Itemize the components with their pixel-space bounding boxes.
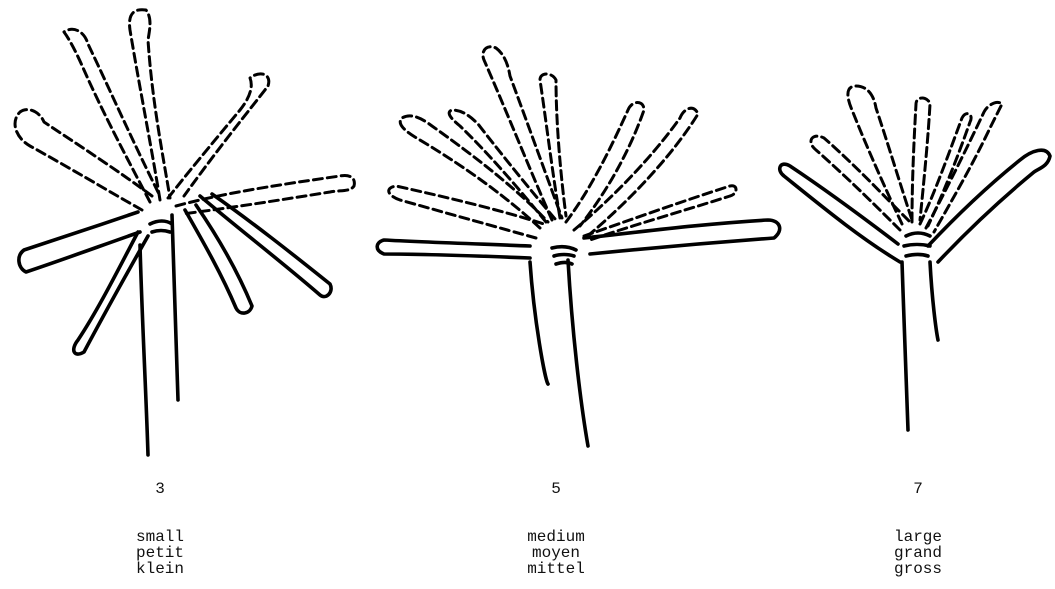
figure-small — [15, 10, 354, 455]
caption-large: 7 large grand gross — [838, 481, 998, 577]
label-english: medium — [476, 529, 636, 545]
figure-medium-dashed-branches — [389, 47, 736, 240]
figure-large-center-mark — [906, 255, 928, 257]
figure-small-stem — [172, 215, 178, 400]
figure-number: 3 — [80, 481, 240, 497]
figure-small-dashed-branch — [15, 110, 152, 210]
label-english: small — [80, 529, 240, 545]
label-german: gross — [838, 561, 998, 577]
figure-small-dashed-branch — [176, 175, 354, 214]
figure-large-solid-branches — [780, 150, 1050, 430]
figure-medium-dashed-branch — [449, 110, 556, 222]
label-english: large — [838, 529, 998, 545]
figure-large-dashed-branch — [912, 98, 930, 222]
figure-medium-stem — [530, 262, 548, 384]
figure-medium — [377, 47, 779, 446]
figure-small-center-marks — [150, 221, 172, 232]
label-german: mittel — [476, 561, 636, 577]
figure-medium-center-mark — [552, 247, 576, 250]
figure-small-branch-lower-right — [185, 205, 252, 313]
caption-medium: 5 medium moyen mittel — [476, 481, 636, 577]
figure-large — [780, 86, 1050, 430]
figure-medium-center-mark — [556, 263, 572, 265]
figure-large-center-mark — [904, 245, 930, 247]
figure-medium-center-marks — [552, 247, 576, 264]
figure-medium-dashed-branch — [566, 103, 644, 227]
label-french: grand — [838, 545, 998, 561]
figure-medium-dashed-branch — [400, 116, 548, 228]
label-french: moyen — [476, 545, 636, 561]
figure-small-center-mark — [150, 221, 172, 224]
figure-small-solid-branches — [19, 194, 331, 455]
figure-medium-stem — [568, 260, 588, 446]
figure-number: 7 — [838, 481, 998, 497]
figure-medium-branch-left — [377, 240, 530, 258]
figure-large-stem — [902, 262, 908, 430]
figure-medium-dashed-branch — [584, 186, 736, 240]
figure-large-stem — [930, 262, 938, 340]
figure-medium-solid-branches — [377, 220, 779, 446]
figure-large-center-mark — [906, 233, 930, 236]
figure-large-center-marks — [904, 233, 930, 256]
caption-small: 3 small petit klein — [80, 481, 240, 577]
figure-small-stem — [140, 245, 148, 455]
figure-number: 5 — [476, 481, 636, 497]
figure-large-dashed-branch — [848, 86, 912, 224]
figure-large-branch-right — [928, 150, 1050, 262]
figure-small-center-mark — [152, 231, 170, 233]
label-german: klein — [80, 561, 240, 577]
figure-small-dashed-branches — [15, 10, 354, 214]
figure-medium-center-mark — [554, 255, 574, 257]
label-french: petit — [80, 545, 240, 561]
figure-large-dashed-branch — [926, 102, 1002, 232]
figure-large-dashed-branches — [811, 86, 1002, 232]
figure-small-dashed-branch — [168, 74, 269, 198]
